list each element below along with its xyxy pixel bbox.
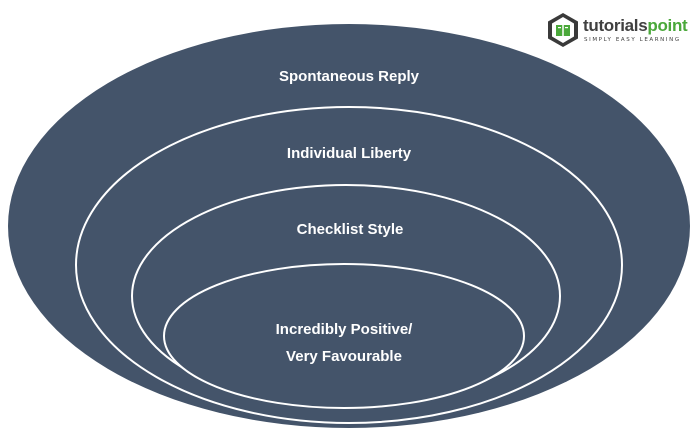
logo-word-accent: point <box>647 16 688 35</box>
label-very-favourable: Very Favourable <box>286 348 402 365</box>
label-incredibly-positive: Incredibly Positive/ <box>276 321 414 338</box>
label-checklist-style: Checklist Style <box>297 221 404 238</box>
tutorialspoint-logo: tutorialspoint SIMPLY EASY LEARNING <box>547 10 688 50</box>
logo-mark-icon <box>548 13 578 47</box>
logo-word-main: tutorials <box>583 16 648 35</box>
label-spontaneous-reply: Spontaneous Reply <box>279 68 420 85</box>
logo-tagline: SIMPLY EASY LEARNING <box>584 37 681 43</box>
ellipse-level-4 <box>163 263 525 409</box>
logo-wordmark: tutorialspoint <box>583 16 688 36</box>
label-individual-liberty: Individual Liberty <box>287 145 412 162</box>
